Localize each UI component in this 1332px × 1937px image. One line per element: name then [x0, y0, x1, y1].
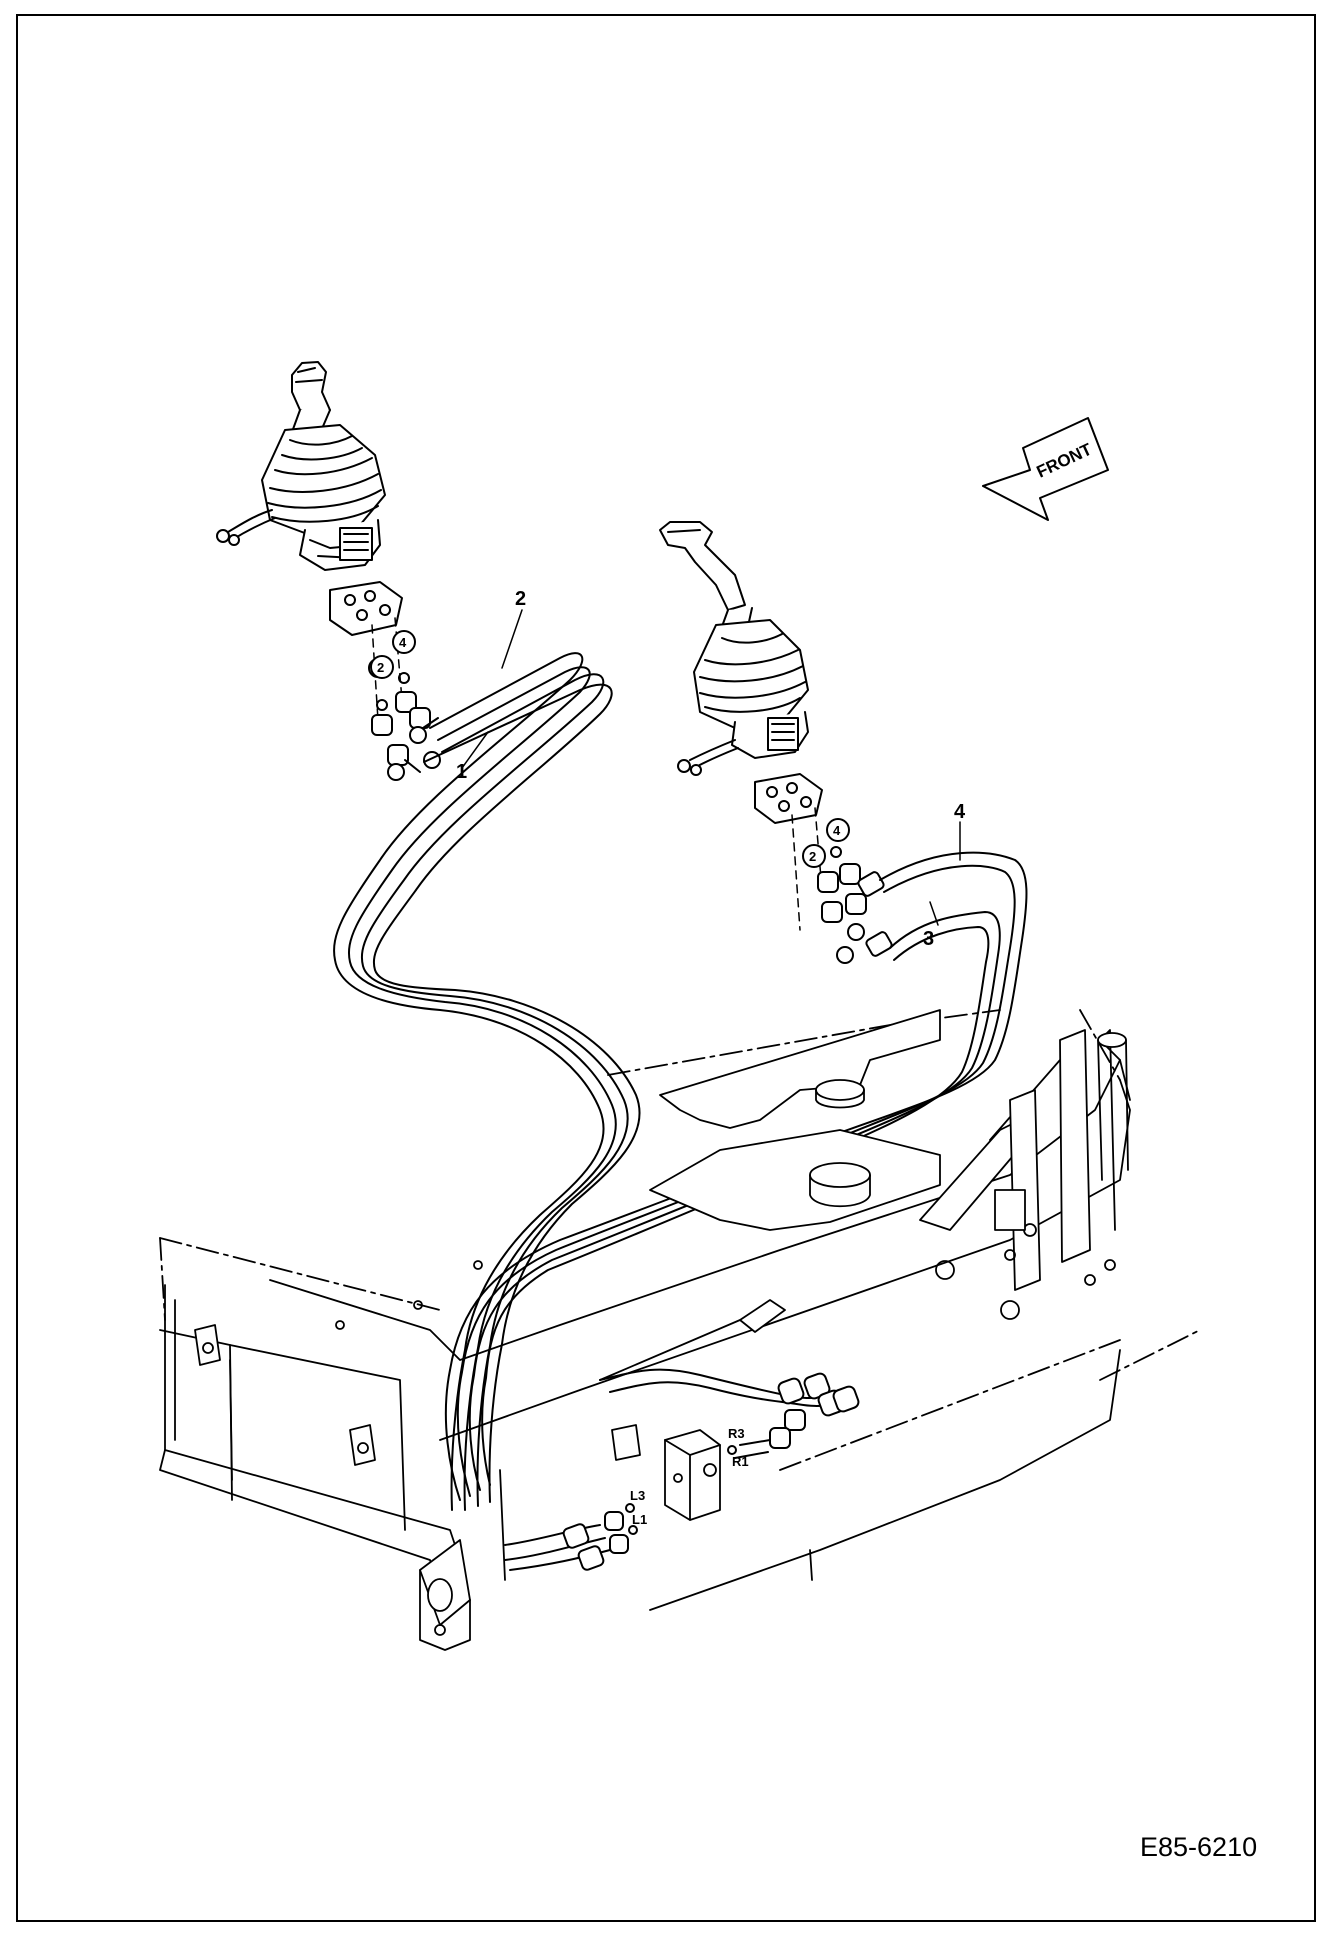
- callout-leaders: [461, 609, 961, 926]
- left-hose-bundle: [333, 652, 641, 1511]
- left-joystick: [216, 361, 386, 571]
- port-label-r1: R1: [732, 1454, 749, 1469]
- callout-3: 3: [923, 928, 934, 950]
- document-code: E85-6210: [1140, 1832, 1258, 1862]
- left-circled-callouts: [370, 630, 416, 679]
- valve-connectors: [504, 1368, 860, 1571]
- circled-number-right-2: 2: [809, 849, 816, 864]
- callout-4: 4: [954, 801, 966, 823]
- callout-2: 2: [515, 588, 526, 610]
- left-mounting-plate: [329, 581, 403, 636]
- circled-number-left-4: 4: [399, 635, 407, 650]
- port-label-l3: L3: [630, 1488, 645, 1503]
- right-circled-callouts: [802, 818, 850, 868]
- port-label-r3: R3: [728, 1426, 745, 1441]
- circled-number-left-2: 2: [377, 660, 384, 675]
- callout-1: 1: [456, 761, 467, 783]
- port-label-l1: L1: [632, 1512, 647, 1527]
- frame-platform: [159, 1009, 1201, 1651]
- front-arrow-icon: [982, 417, 1109, 521]
- right-joystick: [659, 521, 809, 776]
- circled-number-right-4: 4: [833, 823, 841, 838]
- right-mounting-plate: [754, 773, 823, 824]
